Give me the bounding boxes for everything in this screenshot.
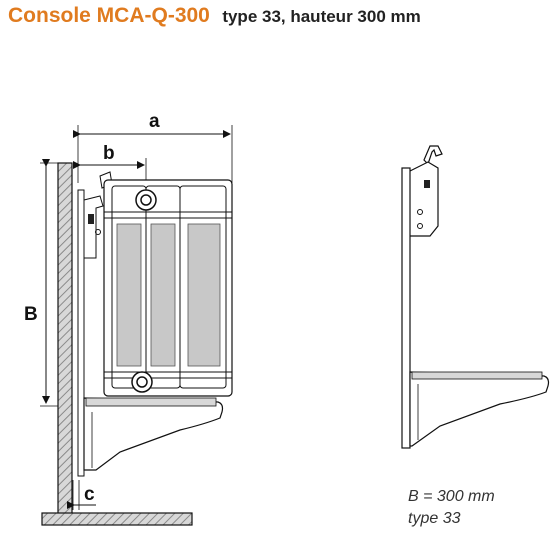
note-type: type 33: [408, 510, 461, 527]
header: Console MCA-Q-300 type 33, hauteur 300 m…: [8, 4, 421, 28]
support-arm: [409, 371, 550, 447]
dimension-b-label: b: [103, 143, 115, 164]
note-height: B = 300 mm: [408, 488, 495, 505]
bracket-side-view: [401, 145, 550, 449]
lower-bracket: [83, 397, 224, 471]
page-title: Console MCA-Q-300: [8, 4, 210, 27]
bracket-rail: [77, 189, 85, 477]
left-assembly: a b B c: [24, 111, 233, 526]
dimension-c-label: c: [84, 484, 95, 505]
floor: [41, 512, 193, 526]
upper-clip: [83, 195, 104, 259]
wall: [57, 162, 73, 524]
side-rail: [401, 167, 411, 449]
dimension-B-label: B: [24, 304, 38, 325]
page-subtitle: type 33, hauteur 300 mm: [222, 7, 421, 26]
dimension-a-label: a: [149, 111, 160, 132]
top-hook: [423, 145, 443, 166]
